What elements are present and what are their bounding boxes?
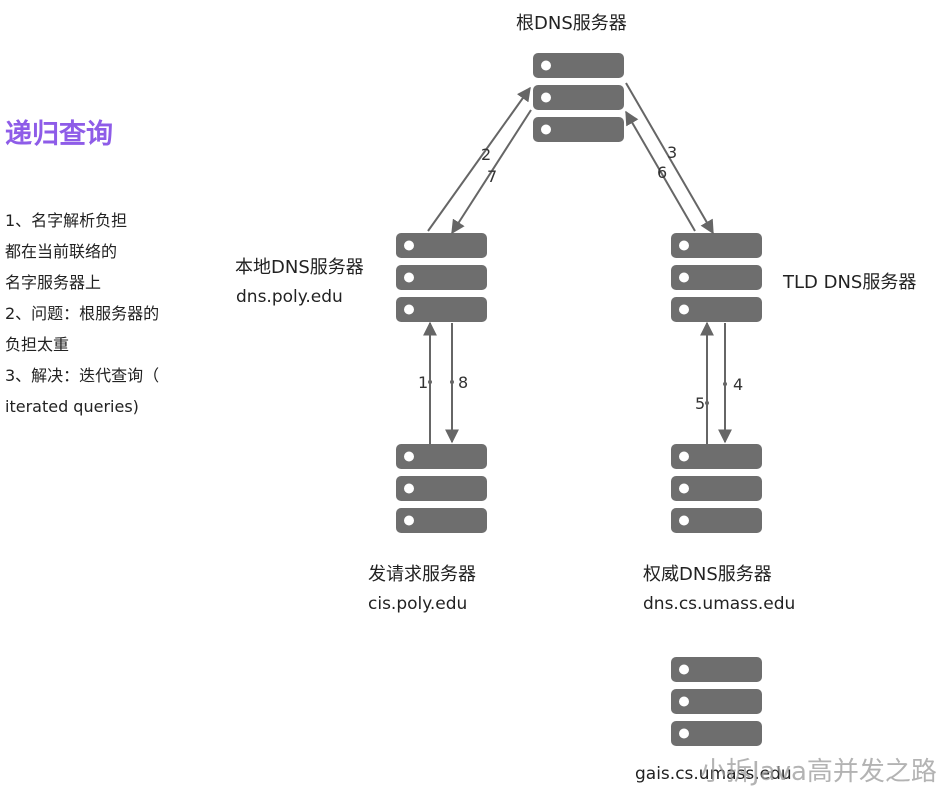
step-5-label: 5 (695, 394, 706, 413)
note-2-line-2: 负担太重 (5, 335, 70, 354)
note-2-line-1: 2、问题：根服务器的 (5, 304, 160, 323)
requesting-server-host: cis.poly.edu (368, 594, 468, 614)
local-dns-server-icon (396, 233, 487, 322)
authoritative-server-label: 权威DNS服务器 (643, 564, 772, 585)
authoritative-server-icon (671, 444, 762, 533)
step-4-label: 4 (733, 375, 744, 394)
arrow-step-7 (451, 109, 532, 235)
arrow-step-2 (427, 86, 531, 232)
step-6-label: 6 (657, 163, 668, 182)
authoritative-server-host: dns.cs.umass.edu (643, 594, 796, 614)
note-3-line-1: 3、解决：迭代查询（ (5, 366, 160, 385)
step-2-label: 2 (481, 145, 492, 164)
page-title: 递归查询 (5, 119, 113, 150)
requesting-server-label: 发请求服务器 (368, 564, 476, 585)
step-1-label: 1 (418, 373, 429, 392)
root-server-label: 根DNS服务器 (516, 13, 627, 34)
note-1-line-1: 1、名字解析负担 (5, 211, 128, 230)
tld-server-icon (671, 233, 762, 322)
notes-list: 1、名字解析负担 都在当前联络的 名字服务器上 2、问题：根服务器的 负担太重 … (5, 205, 159, 422)
target-server-icon (671, 657, 762, 746)
arrow-step-6 (625, 110, 696, 232)
arrow-step-3 (625, 82, 714, 235)
step-8-label: 8 (458, 373, 469, 392)
local-dns-label: 本地DNS服务器 (235, 257, 364, 278)
note-1-line-2: 都在当前联络的 (5, 242, 118, 261)
tld-server-label: TLD DNS服务器 (783, 272, 917, 293)
step-7-label: 7 (487, 167, 498, 186)
watermark: 小拆Java高并发之路 (700, 757, 937, 787)
step-3-label: 3 (667, 143, 678, 162)
target-server-host: gais.cs.umass.edu (635, 764, 792, 784)
local-dns-host: dns.poly.edu (236, 287, 343, 307)
requesting-server-icon (396, 444, 487, 533)
note-3-line-2: iterated queries) (5, 397, 139, 416)
note-1-line-3: 名字服务器上 (5, 273, 102, 292)
root-server-icon (533, 53, 624, 142)
